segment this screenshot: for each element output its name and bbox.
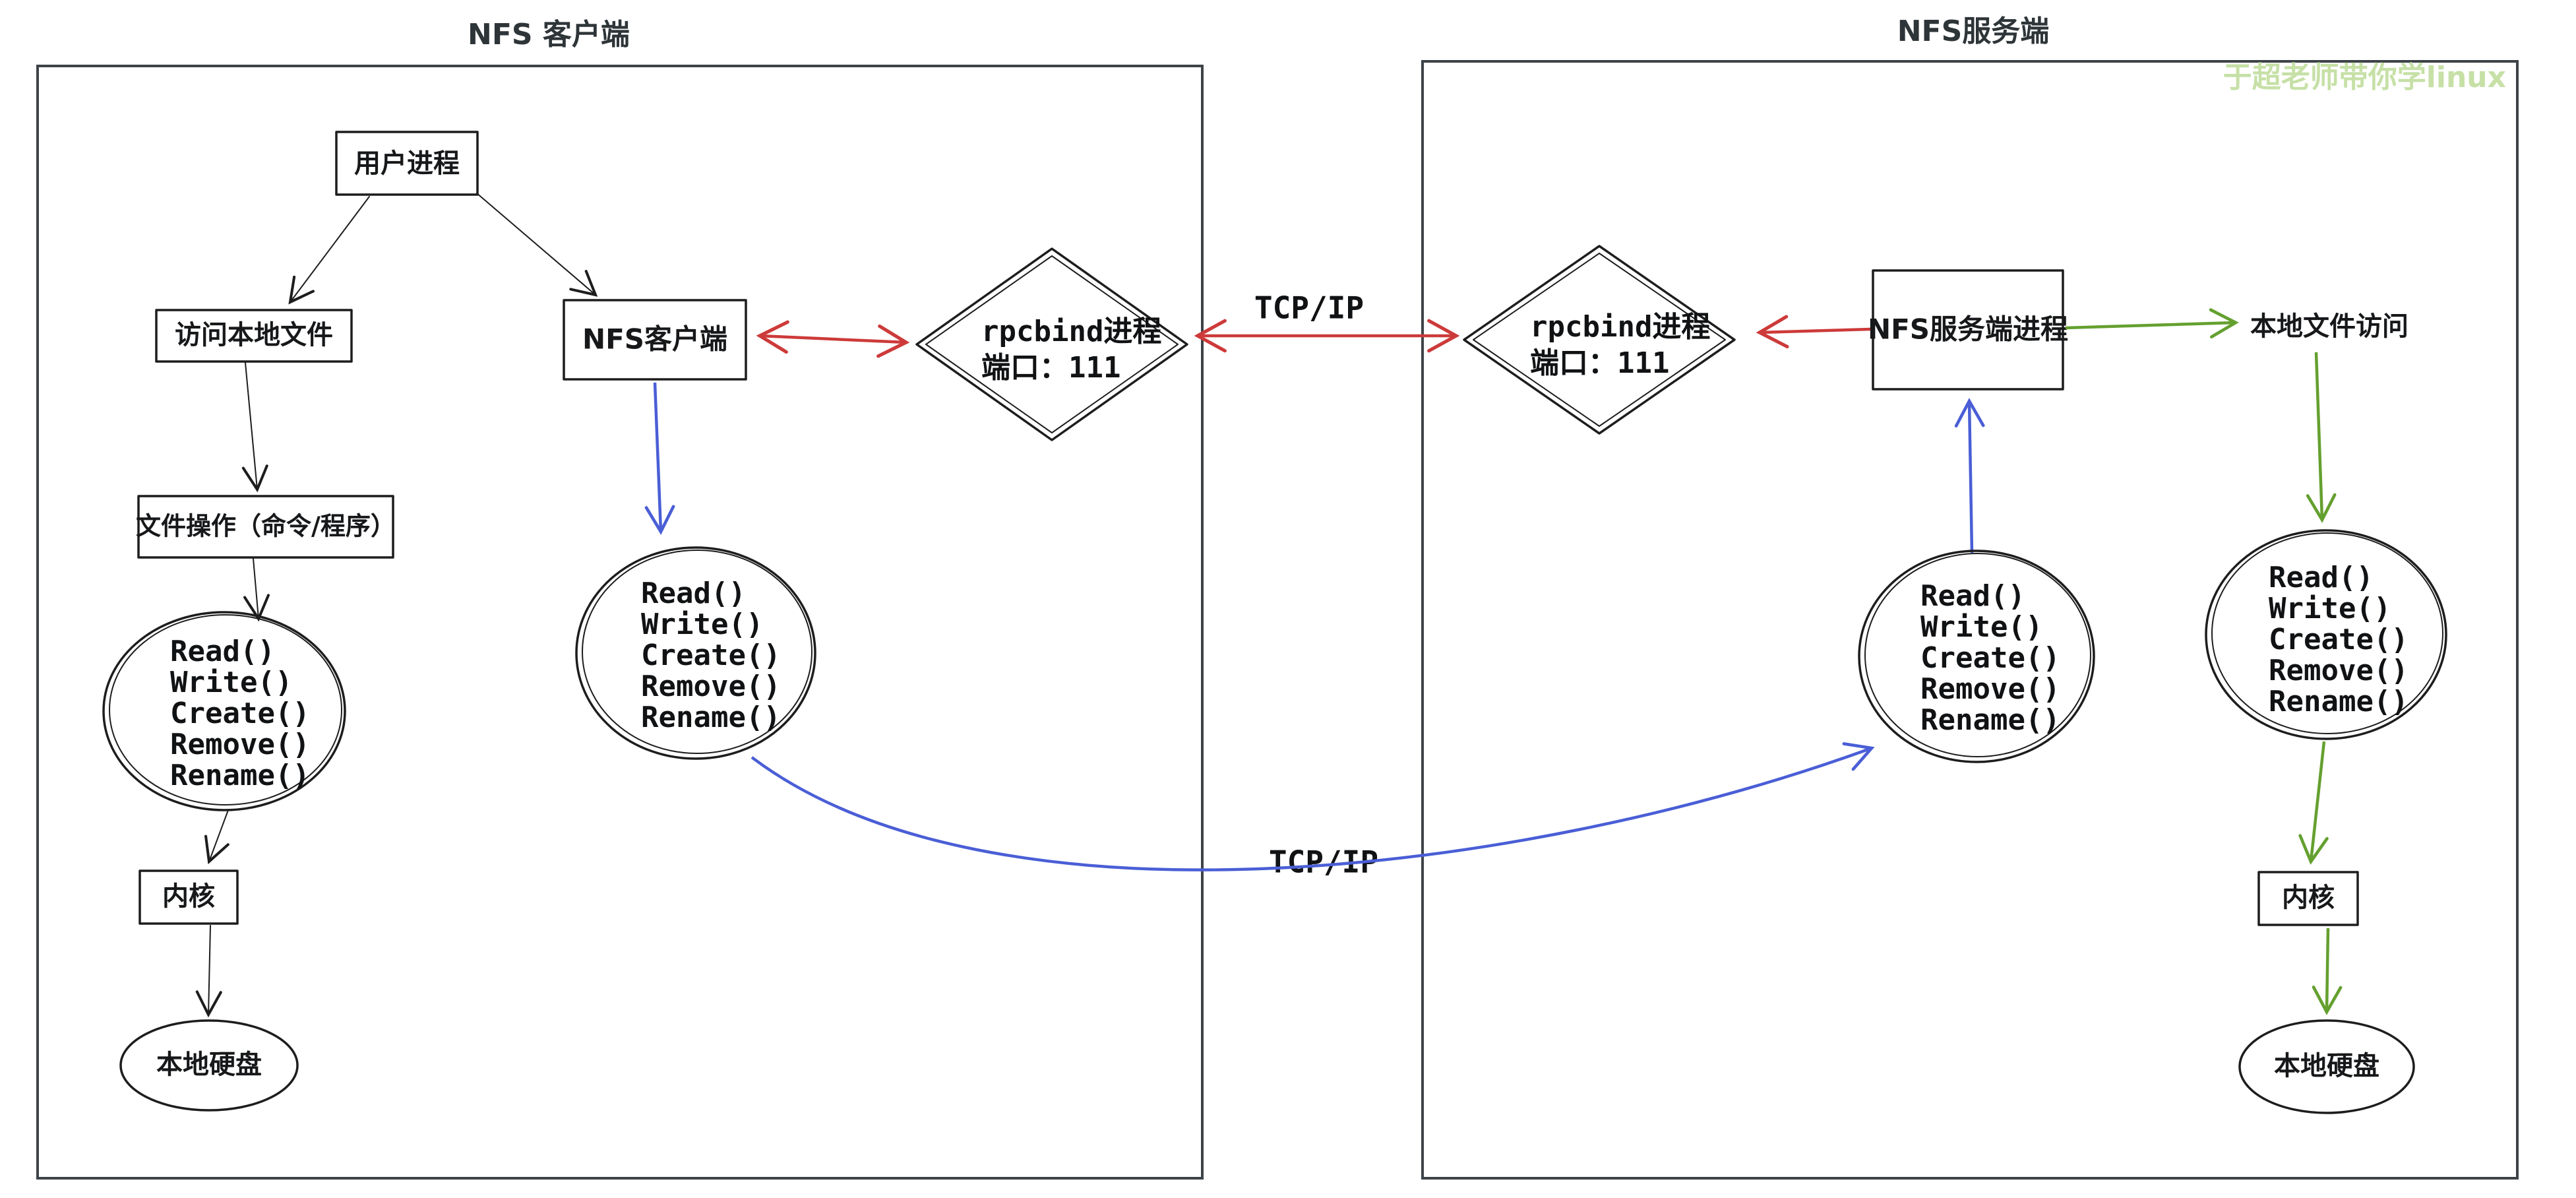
syscall-circle-server-nfs [1858, 550, 2095, 763]
syscall-line: Write() [1920, 610, 2042, 644]
rpcbind-client-line2: 端口：111 [981, 351, 1120, 385]
watermark-text: 于超老师带你学linux [2223, 61, 2506, 94]
rpcbind-diamond-server-inner [1473, 253, 1726, 427]
local-disk-label-client: 本地硬盘 [156, 1050, 262, 1080]
arrow-access-to-fileops [241, 362, 268, 493]
syscall-line: Read() [2269, 561, 2374, 594]
local-disk-ellipse-client [119, 1019, 299, 1112]
syscall-line: Create() [170, 697, 310, 730]
rpcbind-server-line2: 端口：111 [1530, 346, 1669, 380]
rpcbind-diamond-client [915, 247, 1188, 441]
file-ops-label: 文件操作（命令/程序） [136, 512, 396, 541]
syscall-line: Rename() [1920, 703, 2060, 737]
syscall-circle-server-local [2205, 529, 2447, 740]
user-process-label: 用户进程 [354, 148, 460, 179]
syscall-line: Read() [1920, 579, 2025, 613]
file-ops-box [137, 495, 394, 559]
nfs-client-label: NFS客户端 [582, 323, 727, 356]
arrow-user-to-access-local [288, 196, 370, 305]
syscall-line: Create() [2269, 623, 2408, 656]
nfs-client-box [563, 299, 747, 381]
arrow-nfsclient-rpcbind-red [756, 320, 910, 358]
local-disk-ellipse-server [2238, 1019, 2415, 1114]
local-disk-label-server: 本地硬盘 [2274, 1051, 2379, 1081]
kernel-label-server: 内核 [2282, 883, 2335, 913]
syscall-circle-server-nfs-inner [1864, 553, 2091, 757]
rpcbind-diamond-server [1463, 245, 1736, 435]
arrow-syscalls-to-kernel-server-green [2298, 741, 2329, 865]
syscall-line: Write() [2269, 592, 2391, 625]
syscall-line: Read() [641, 577, 746, 610]
syscall-line: Rename() [2269, 685, 2408, 718]
arrow-nfsserver-to-localaccess-green [2065, 308, 2239, 339]
arrow-nfsserver-to-rpcbind-red [1756, 315, 1871, 349]
arrow-fileops-to-syscalls [243, 558, 270, 622]
arrow-syscalls-to-nfsserver-blue [1954, 398, 1985, 553]
arrow-localaccess-to-syscalls-green [2306, 352, 2337, 523]
syscall-line: Remove() [1920, 672, 2060, 706]
rpcbind-server-line1: rpcbind进程 [1530, 310, 1710, 344]
arrow-syscalls-to-kernel-client [204, 809, 230, 865]
syscall-line: Write() [641, 608, 763, 641]
syscall-line: Create() [1920, 641, 2060, 675]
arrow-user-to-nfs-client [476, 193, 598, 297]
syscall-line: Create() [641, 639, 781, 672]
syscall-circle-client-nfs-inner [582, 550, 813, 754]
kernel-box-client [138, 869, 239, 925]
syscall-line: Remove() [170, 728, 310, 761]
syscall-line: Rename() [641, 701, 781, 734]
arrow-client-syscalls-to-server-syscalls-blue [751, 742, 1875, 871]
client-panel-title: NFS 客户端 [468, 18, 630, 51]
user-process-box [335, 131, 479, 196]
syscall-line: Remove() [641, 670, 781, 703]
server-panel-frame [1421, 60, 2519, 1180]
syscall-circle-client-local [102, 611, 346, 811]
kernel-box-server [2257, 871, 2359, 926]
client-panel-frame [36, 65, 1204, 1180]
syscall-line: Write() [170, 666, 292, 699]
arrow-nfsclient-to-syscalls-blue [644, 382, 675, 535]
syscall-circle-server-local-inner [2211, 532, 2443, 734]
tcpip-top-label: TCP/IP [1254, 290, 1364, 326]
syscall-line: Rename() [170, 759, 310, 792]
server-panel-title: NFS服务端 [1897, 15, 2050, 48]
access-local-file-box [155, 309, 353, 363]
syscall-circle-client-nfs [575, 546, 816, 760]
arrow-kernel-to-disk-server-green [2312, 928, 2343, 1015]
kernel-label-client: 内核 [162, 881, 215, 912]
syscall-circle-client-local-inner [109, 614, 342, 805]
access-local-file-label: 访问本地文件 [175, 320, 333, 350]
local-file-access-label: 本地文件访问 [2250, 311, 2408, 342]
syscall-line: Remove() [2269, 654, 2408, 687]
nfs-server-process-label: NFS服务端进程 [1868, 313, 2068, 346]
rpcbind-client-line1: rpcbind进程 [981, 315, 1161, 348]
nfs-server-process-box [1872, 269, 2064, 391]
rpcbind-diamond-client-inner [925, 255, 1179, 433]
arrow-kernel-to-disk-client [195, 925, 222, 1018]
syscall-line: Read() [170, 635, 275, 668]
